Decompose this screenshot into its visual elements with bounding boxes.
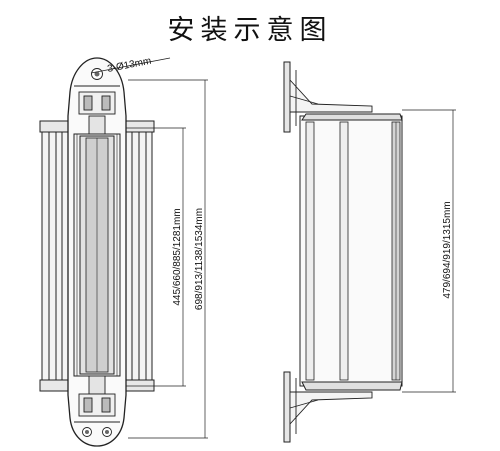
left-reflector: [39, 120, 71, 392]
side-lamp-body: [299, 113, 403, 391]
top-mounting-arm: [289, 70, 373, 126]
bottom-bracket-detail: [74, 375, 120, 437]
side-view: [283, 61, 456, 443]
front-view: [39, 57, 208, 447]
bottom-wall-plate: [283, 371, 291, 443]
diagram-title: 安装示意图: [167, 15, 333, 46]
side-dimension-lines: [402, 109, 456, 393]
hole-spec-label: 3-Ø13mm: [106, 56, 152, 75]
front-dimension-lines: [126, 79, 208, 439]
front-dimension-inner-label: 445/660/885/1281mm: [172, 208, 183, 305]
front-dimension-outer-label: 698/913/1138/1534mm: [194, 208, 205, 310]
top-wall-plate: [283, 61, 291, 133]
top-bracket-detail: [74, 68, 120, 135]
central-lamp-body: [73, 133, 121, 377]
bottom-mounting-arm: [289, 378, 373, 434]
right-reflector: [123, 120, 155, 392]
hole-spec-leader: [90, 57, 171, 74]
side-dimension-label: 479/694/919/1315mm: [442, 201, 453, 298]
